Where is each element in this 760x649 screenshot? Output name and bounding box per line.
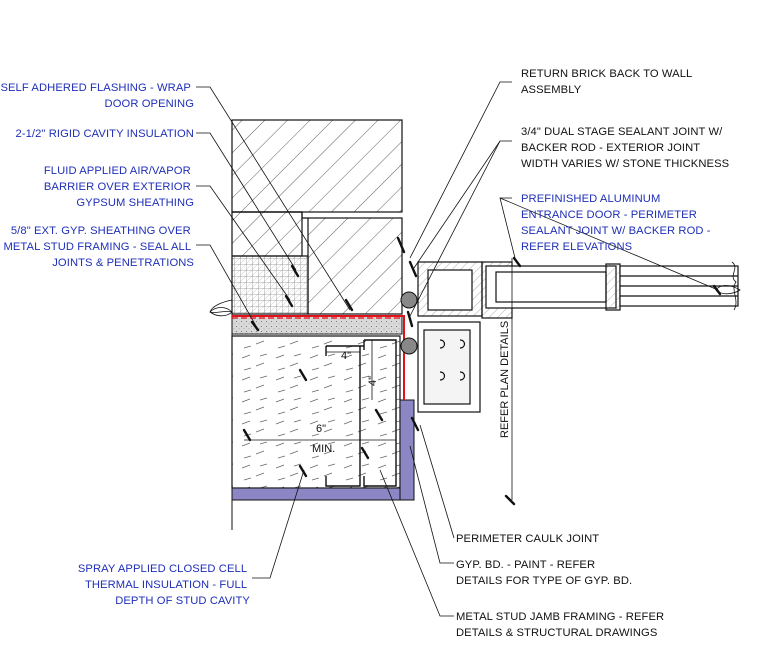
wall-assembly <box>209 119 415 530</box>
aluminum-door-frame <box>417 261 739 413</box>
callout-ext-gyp-sheathing: 5/8" EXT. GYP. SHEATHING OVER METAL STUD… <box>3 225 194 269</box>
callout-perimeter-caulk: PERIMETER CAULK JOINT <box>456 533 599 545</box>
callout-fluid-applied-barrier: FLUID APPLIED AIR/VAPOR BARRIER OVER EXT… <box>44 165 194 209</box>
dim-stud-depth-side: 4" <box>367 376 379 386</box>
dim-cavity-min-suffix: MIN. <box>312 443 335 455</box>
interior-gyp-board <box>231 487 415 501</box>
callout-dual-stage-sealant: 3/4" DUAL STAGE SEALANT JOINT W/ BACKER … <box>521 126 729 170</box>
callout-gyp-bd-paint: GYP. BD. - PAINT - REFER DETAILS FOR TYP… <box>456 559 632 587</box>
dim-cavity-min-value: 6" <box>316 423 326 435</box>
air-vapor-barrier <box>232 315 405 400</box>
dim-stud-depth-top: 4" <box>341 350 351 362</box>
brick-veneer <box>231 119 403 213</box>
backer-rod-upper <box>400 291 418 309</box>
dimension-lines <box>244 258 513 500</box>
backer-rods <box>400 291 418 355</box>
sealant-ticks <box>242 236 722 506</box>
metal-stud-framing <box>325 339 397 487</box>
callout-self-adhered-flashing: SELF ADHERED FLASHING - WRAP DOOR OPENIN… <box>0 82 194 110</box>
gyp-board-return <box>399 399 415 501</box>
brick-return <box>307 217 403 315</box>
stud-cavity-spray-foam <box>231 335 401 489</box>
backer-rod-lower <box>400 337 418 355</box>
rigid-cavity-insulation <box>231 255 309 315</box>
dim-refer-plan-details: REFER PLAN DETAILS <box>499 321 511 438</box>
callout-return-brick: RETURN BRICK BACK TO WALL ASSEMBLY <box>521 68 695 96</box>
callout-metal-stud-jamb: METAL STUD JAMB FRAMING - REFER DETAILS … <box>456 611 667 639</box>
callout-aluminum-door: PREFINISHED ALUMINUM ENTRANCE DOOR - PER… <box>521 193 714 253</box>
callout-rigid-cavity-insulation: 2-1/2" RIGID CAVITY INSULATION <box>15 128 194 140</box>
callout-spray-insulation: SPRAY APPLIED CLOSED CELL THERMAL INSULA… <box>78 563 251 607</box>
leader-lines <box>196 81 719 617</box>
brick-lower-left <box>231 211 303 257</box>
